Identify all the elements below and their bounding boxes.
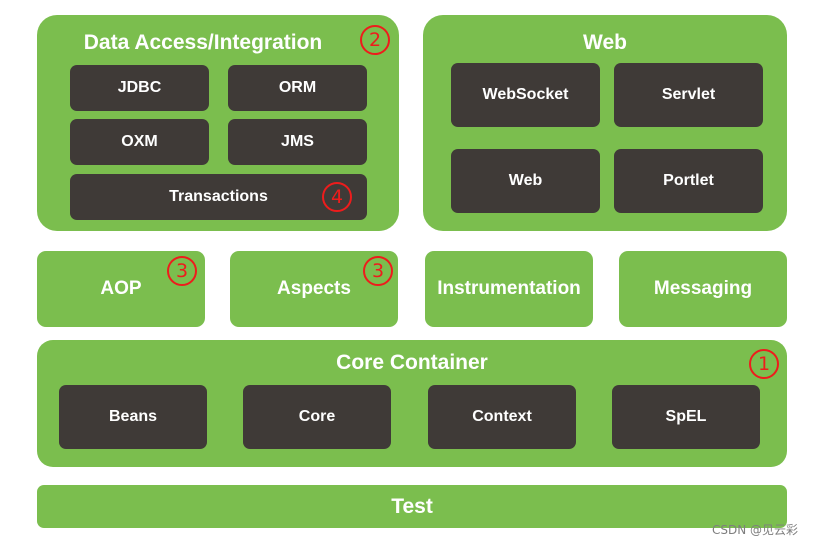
instrumentation-tile: Instrumentation	[425, 251, 593, 327]
marker-1: 1	[749, 349, 779, 379]
module-beans: Beans	[59, 385, 207, 449]
messaging-tile: Messaging	[619, 251, 787, 327]
module-portlet: Portlet	[614, 149, 763, 213]
web-group: Web WebSocket Servlet Web Portlet	[423, 15, 787, 231]
module-oxm: OXM	[70, 119, 209, 165]
module-context: Context	[428, 385, 576, 449]
watermark: CSDN @见云彩	[711, 523, 798, 537]
data-access-integration-title: Data Access/Integration	[83, 31, 323, 54]
aspects-tile: Aspects	[230, 251, 398, 327]
web-title: Web	[583, 31, 627, 54]
marker-4: 4	[322, 182, 352, 212]
marker-3-aspects: 3	[363, 256, 393, 286]
data-access-integration-group: Data Access/Integration 2 JDBC ORM OXM J…	[37, 15, 399, 231]
module-web: Web	[451, 149, 600, 213]
marker-2: 2	[360, 25, 390, 55]
module-jdbc: JDBC	[70, 65, 209, 111]
module-core: Core	[243, 385, 391, 449]
marker-3-aop: 3	[167, 256, 197, 286]
module-jms: JMS	[228, 119, 367, 165]
test-bar: Test	[37, 485, 787, 528]
module-servlet: Servlet	[614, 63, 763, 127]
core-container-title: Core Container	[336, 351, 488, 374]
module-websocket: WebSocket	[451, 63, 600, 127]
core-container-group: Core Container 1 Beans Core Context SpEL	[37, 340, 787, 467]
module-spel: SpEL	[612, 385, 760, 449]
module-orm: ORM	[228, 65, 367, 111]
module-transactions: Transactions	[70, 174, 367, 220]
